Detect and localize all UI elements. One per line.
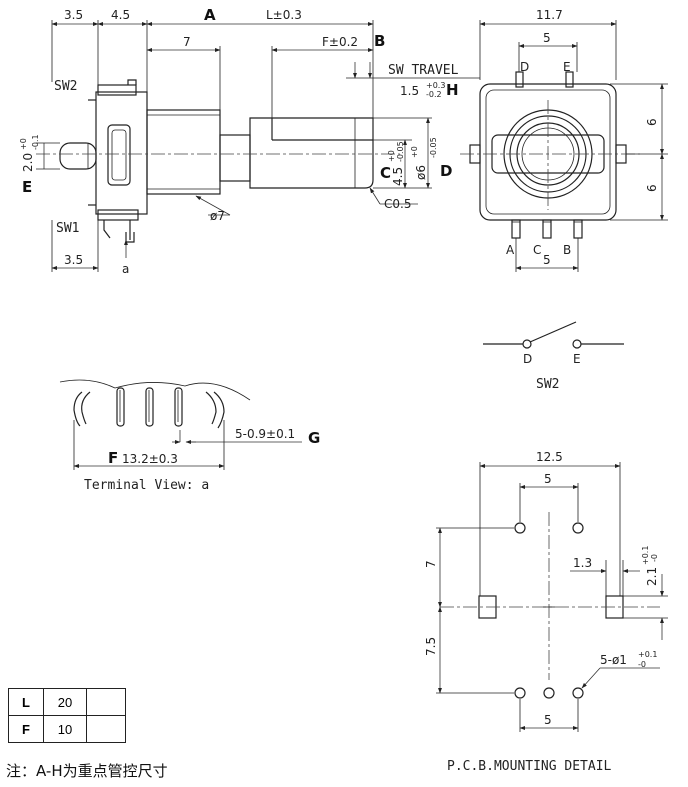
label-E: E bbox=[22, 178, 32, 196]
terminal-dim-13-2: 13.2±0.3 bbox=[122, 452, 178, 466]
pcb-tol-holes-minus: -0 bbox=[638, 660, 646, 669]
switch-symbol: D E SW2 bbox=[483, 321, 624, 392]
dim-phi6: ø6 bbox=[414, 165, 428, 180]
label-G: G bbox=[308, 429, 320, 447]
spec-value: 20 bbox=[43, 688, 87, 716]
travel-tol-minus: -0.2 bbox=[426, 90, 442, 99]
dim-phi7: ø7 bbox=[210, 209, 225, 223]
critical-dimensions-note: 注：A-H为重点管控尺寸 bbox=[6, 762, 168, 780]
spec-row-F: F 10 bbox=[8, 715, 126, 743]
label-D: D bbox=[440, 162, 452, 180]
pcb-tol-holes-plus: +0.1 bbox=[638, 650, 657, 659]
tol-phi6-plus: +0 bbox=[410, 146, 419, 158]
label-F: F bbox=[108, 449, 118, 467]
front-dim-5-bottom: 5 bbox=[543, 253, 551, 267]
terminal-view: 5-0.9±0.1 G F 13.2±0.3 Terminal View: a bbox=[59, 379, 320, 493]
label-H: H bbox=[446, 81, 459, 99]
front-pin-A: A bbox=[506, 243, 515, 257]
dim-F: F±0.2 bbox=[322, 35, 358, 49]
pcb-dim-5-bottom: 5 bbox=[544, 713, 552, 727]
pcb-dim-7-5: 7.5 bbox=[424, 637, 438, 656]
label-SW1: SW1 bbox=[56, 221, 79, 236]
spec-key: F bbox=[8, 715, 44, 743]
terminal-dim-pins: 5-0.9±0.1 bbox=[235, 427, 295, 441]
dim-7: 7 bbox=[183, 35, 191, 49]
travel-value: 1.5 bbox=[400, 84, 419, 98]
spec-extra bbox=[86, 688, 126, 716]
label-B: B bbox=[374, 32, 385, 50]
front-pin-C: C bbox=[533, 243, 541, 257]
label-C: C bbox=[380, 164, 391, 182]
front-view: 11.7 5 D E A C B bbox=[460, 8, 668, 272]
pcb-tol-2-1-minus: -0 bbox=[650, 554, 659, 562]
dim-2-0: 2.0 bbox=[21, 153, 35, 172]
spec-value: 10 bbox=[43, 715, 87, 743]
front-pin-D: D bbox=[520, 60, 529, 74]
spec-key: L bbox=[8, 688, 44, 716]
pcb-mounting-detail: 12.5 5 7 7.5 1.3 2.1 bbox=[424, 450, 668, 774]
pcb-dim-2-1: 2.1 bbox=[645, 567, 659, 586]
spec-row-L: L 20 bbox=[8, 688, 126, 716]
pcb-tol-2-1-plus: +0.1 bbox=[641, 546, 650, 565]
switch-pin-E: E bbox=[573, 352, 581, 366]
tol-4-5-minus: -0.05 bbox=[396, 141, 405, 162]
dim-3-5-bottom: 3.5 bbox=[64, 253, 83, 267]
dim-3-5-top: 3.5 bbox=[64, 8, 83, 22]
pcb-dim-5-top: 5 bbox=[544, 472, 552, 486]
tol-phi6-minus: -0.05 bbox=[429, 137, 438, 158]
dim-L: L±0.3 bbox=[266, 8, 302, 22]
dim-4-5-shaft: 4.5 bbox=[391, 167, 405, 186]
pcb-dim-7: 7 bbox=[424, 560, 438, 568]
switch-pin-D: D bbox=[523, 352, 532, 366]
front-dim-6-upper: 6 bbox=[645, 118, 659, 126]
tol-2-0-plus: +0 bbox=[19, 138, 28, 150]
front-dim-5-top: 5 bbox=[543, 31, 551, 45]
sw-travel-label: SW TRAVEL bbox=[388, 63, 459, 78]
tol-4-5-plus: +0 bbox=[387, 150, 396, 162]
side-view: 3.5 4.5 A L±0.3 7 F±0.2 B SW TRAVEL 1.5 … bbox=[19, 6, 480, 276]
label-A: A bbox=[204, 6, 216, 24]
pcb-dim-1-3: 1.3 bbox=[573, 556, 592, 570]
front-pin-B: B bbox=[563, 243, 571, 257]
travel-tol-plus: +0.3 bbox=[426, 81, 445, 90]
front-dim-11-7: 11.7 bbox=[536, 8, 563, 22]
spec-extra bbox=[86, 715, 126, 743]
switch-label: SW2 bbox=[536, 377, 559, 392]
spec-table: L 20 F 10 bbox=[8, 688, 126, 743]
front-dim-6-lower: 6 bbox=[645, 184, 659, 192]
front-pin-E: E bbox=[563, 60, 571, 74]
pcb-dim-holes: 5-ø1 bbox=[600, 653, 627, 667]
tol-2-0-minus: -0.1 bbox=[31, 134, 40, 150]
pcb-caption: P.C.B.MOUNTING DETAIL bbox=[447, 759, 612, 774]
view-label-a: a bbox=[122, 262, 129, 276]
label-SW2: SW2 bbox=[54, 79, 77, 94]
dim-4-5: 4.5 bbox=[111, 8, 130, 22]
terminal-caption: Terminal View: a bbox=[84, 478, 209, 493]
chamfer-label: C0.5 bbox=[384, 197, 411, 211]
pcb-dim-12-5: 12.5 bbox=[536, 450, 563, 464]
